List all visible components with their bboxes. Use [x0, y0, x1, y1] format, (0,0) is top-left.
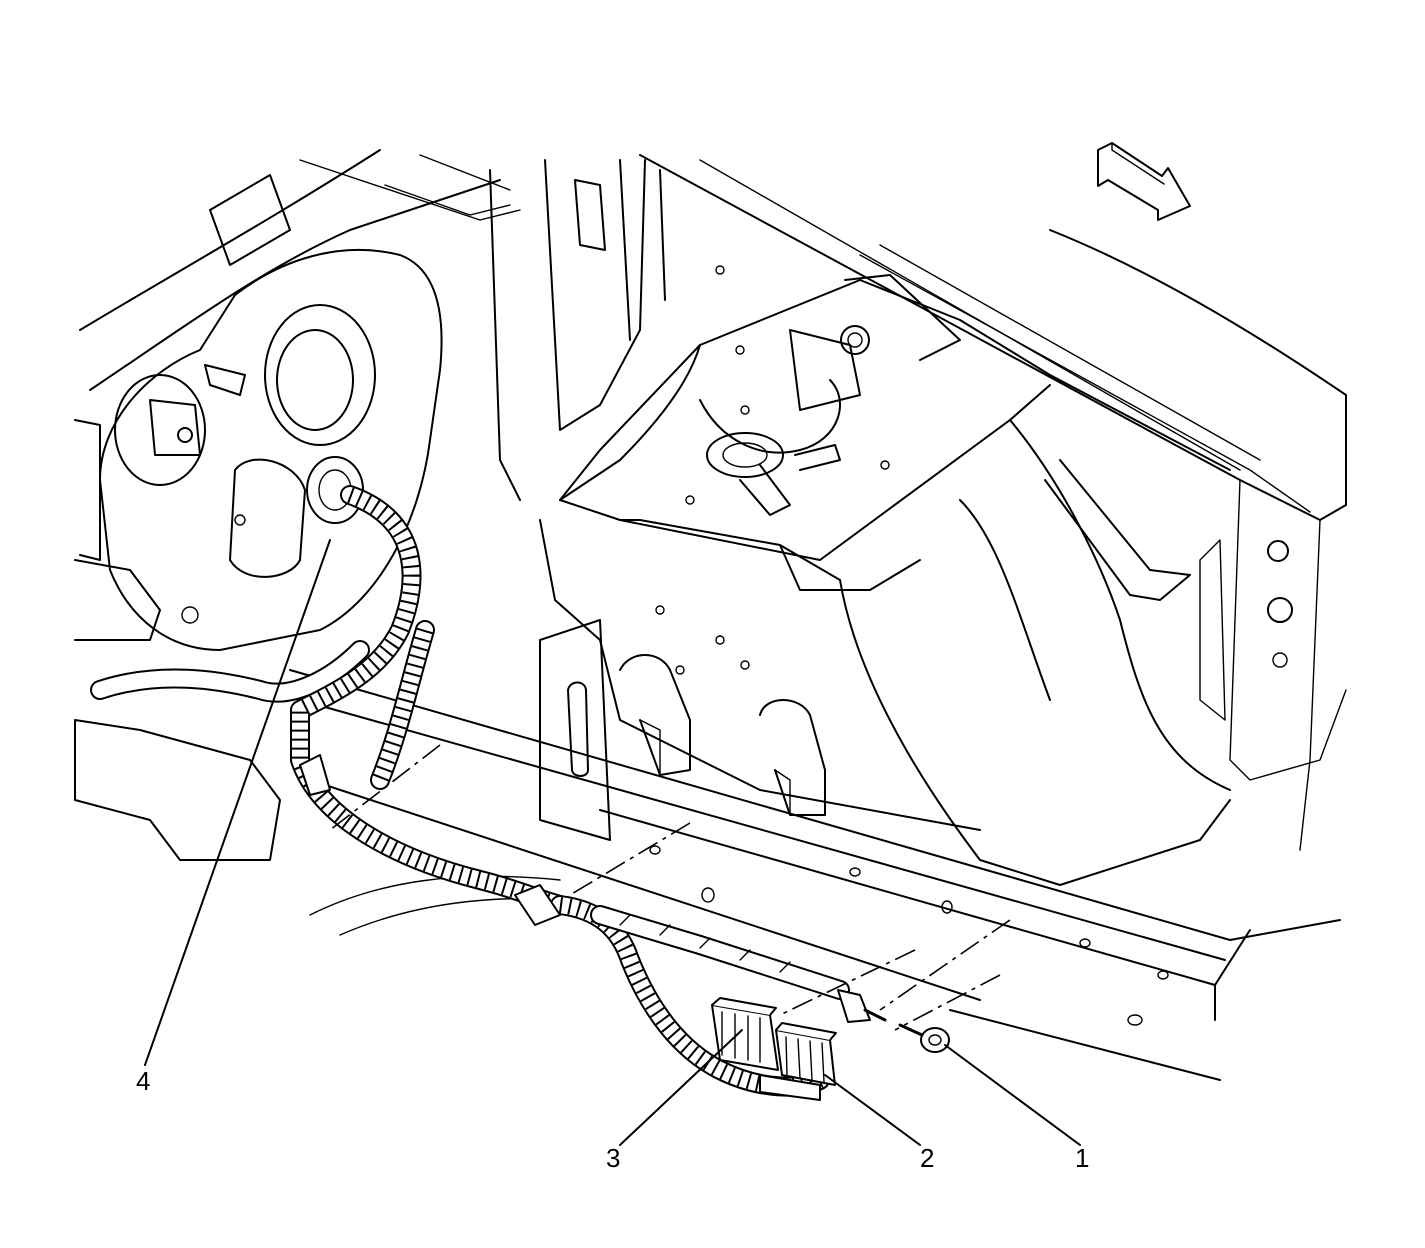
callout-3: 3 [606, 1143, 620, 1173]
bolt [837, 989, 950, 1053]
arrow-icon [1097, 142, 1191, 221]
frame-crossmember [539, 265, 1231, 886]
lower-rail [289, 669, 1341, 1081]
leader-lines [144, 539, 1081, 1146]
connector-2 [759, 1022, 837, 1101]
body-panel-outline [639, 154, 1347, 851]
connector-3 [711, 997, 779, 1071]
alignment-lines [329, 744, 1011, 1031]
callout-4: 4 [136, 1066, 150, 1096]
headlamp-area [74, 149, 501, 861]
firewall [299, 154, 666, 501]
callout-2: 2 [920, 1143, 934, 1173]
callout-1: 1 [1075, 1143, 1089, 1173]
wiring-harness [90, 485, 850, 1097]
